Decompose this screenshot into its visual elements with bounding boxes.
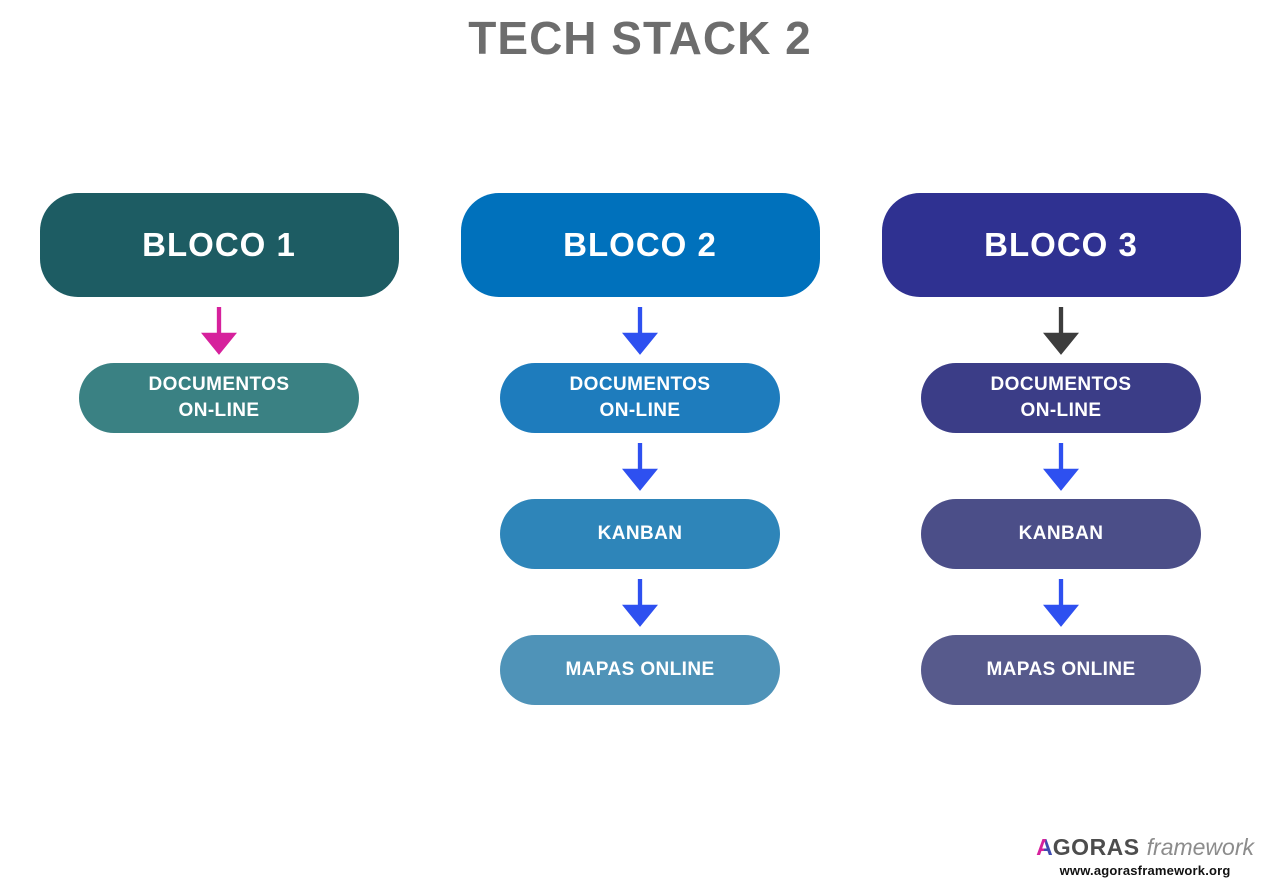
page-title: TECH STACK 2 xyxy=(468,12,812,64)
node-kanban: KANBAN xyxy=(500,498,780,569)
node-documentos-online: DOCUMENTOS ON-LINE xyxy=(79,362,359,433)
node-documentos-online: DOCUMENTOS ON-LINE xyxy=(500,362,780,433)
brand-logo-initial: A xyxy=(1036,833,1053,860)
arrow-down-icon xyxy=(622,578,658,627)
bloco-2-header: BLOCO 2 xyxy=(460,192,820,297)
diagram-columns: BLOCO 1 DOCUMENTOS ON-LINE BLOCO 2 DOCUM… xyxy=(0,192,1280,705)
column-bloco-2: BLOCO 2 DOCUMENTOS ON-LINE KANBAN MAPAS … xyxy=(460,192,820,705)
bloco-3-header: BLOCO 3 xyxy=(881,192,1241,297)
column-bloco-3: BLOCO 3 DOCUMENTOS ON-LINE KANBAN MAPAS … xyxy=(881,192,1241,705)
node-kanban: KANBAN xyxy=(921,498,1201,569)
arrow-down-icon xyxy=(1043,578,1079,627)
arrow-down-icon xyxy=(1043,306,1079,355)
column-bloco-1: BLOCO 1 DOCUMENTOS ON-LINE xyxy=(39,192,399,705)
node-mapas-online: MAPAS ONLINE xyxy=(500,634,780,705)
brand-url: www.agorasframework.org xyxy=(1059,863,1231,878)
bloco-1-header: BLOCO 1 xyxy=(39,192,399,297)
arrow-down-icon xyxy=(622,442,658,491)
arrow-down-icon xyxy=(622,306,658,355)
brand-logo-suffix: framework xyxy=(1146,833,1254,860)
node-documentos-online: DOCUMENTOS ON-LINE xyxy=(921,362,1201,433)
brand-logo-text: GORAS xyxy=(1052,833,1140,860)
arrow-down-icon xyxy=(1043,442,1079,491)
node-mapas-online: MAPAS ONLINE xyxy=(921,634,1201,705)
arrow-down-icon xyxy=(201,306,237,355)
